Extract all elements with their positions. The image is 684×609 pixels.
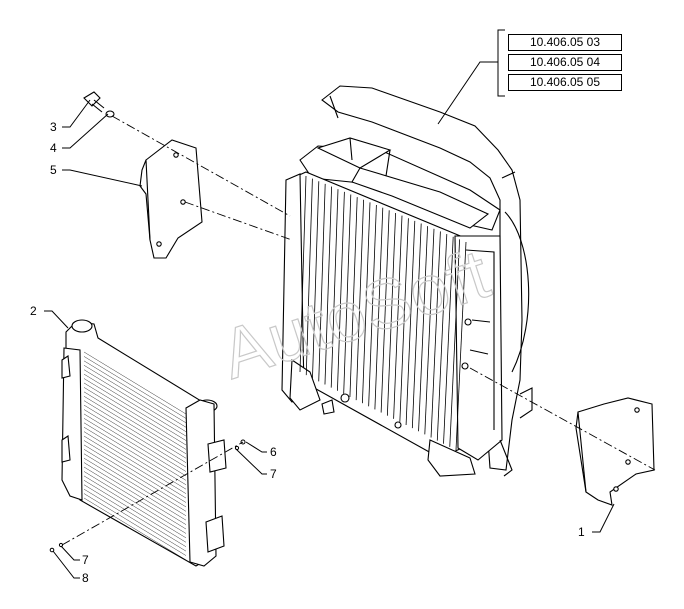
cooler-fin	[83, 382, 187, 446]
core-fin	[337, 191, 345, 391]
cooler-fin	[83, 466, 187, 530]
cooler-fin	[83, 378, 187, 441]
core-fin	[318, 183, 326, 382]
reference-box-3: 10.406.05 05	[508, 74, 622, 91]
cooler-fin	[83, 440, 187, 503]
core-fin	[411, 223, 422, 429]
cooler-fin	[83, 449, 187, 512]
cooler-fin	[83, 458, 187, 521]
cooler-fin	[83, 391, 187, 454]
cooler-fin	[83, 351, 187, 415]
core-fin	[430, 231, 441, 438]
assembly-lines	[61, 115, 656, 546]
cooler-fin	[83, 360, 187, 424]
callout-7-upper: 7	[270, 467, 277, 481]
callout-3: 3	[50, 120, 57, 134]
core-fin	[349, 197, 358, 397]
core-fin	[330, 189, 339, 388]
cooler-fin	[83, 396, 187, 459]
cooler-fin	[83, 373, 187, 437]
callout-2: 2	[30, 304, 37, 318]
bracket-left	[139, 139, 203, 259]
cooler-fin	[83, 431, 187, 494]
cooler-fin	[83, 435, 187, 499]
cooler-fin	[83, 387, 187, 450]
core-fin	[399, 218, 409, 422]
bracket-right	[575, 397, 655, 506]
callout-6: 6	[270, 445, 277, 459]
cooler-fin	[83, 404, 187, 468]
core-fin	[343, 194, 352, 394]
bolt	[83, 91, 105, 113]
callout-8: 8	[82, 571, 89, 585]
callout-1: 1	[578, 525, 585, 539]
cooler-fin	[83, 475, 187, 539]
cooler-fin	[83, 488, 187, 552]
oil-cooler-fins	[83, 351, 187, 561]
oil-cooler	[61, 319, 227, 567]
core-fin	[374, 207, 384, 410]
core-fin	[312, 181, 320, 379]
core-fin	[299, 175, 307, 373]
cooler-fin	[83, 480, 187, 543]
callout-7-lower: 7	[82, 553, 89, 567]
cooler-fin	[83, 453, 187, 516]
core-fin	[455, 241, 467, 451]
cooler-fin	[83, 369, 187, 432]
leader-lines	[44, 29, 615, 579]
cooler-fin	[83, 497, 187, 561]
cooler-fin	[83, 462, 187, 525]
cooler-fin	[83, 484, 187, 547]
cooler-fin	[83, 356, 187, 419]
cooler-fin	[83, 444, 187, 508]
core-fin	[436, 234, 448, 441]
core-fin	[305, 178, 313, 376]
core-fins	[299, 175, 467, 451]
cooler-fin	[83, 409, 187, 472]
cooler-fin	[83, 418, 187, 481]
core-fin	[380, 210, 390, 413]
cooler-fin	[83, 400, 187, 463]
washer	[105, 110, 115, 118]
callout-4: 4	[50, 141, 57, 155]
core-fin	[386, 212, 396, 416]
core-fin	[424, 228, 435, 435]
callout-5: 5	[50, 163, 57, 177]
core-fin	[368, 205, 377, 407]
core-fin	[324, 186, 332, 385]
cooler-fin	[83, 471, 187, 534]
core-fin	[449, 239, 460, 447]
core-fin	[355, 199, 364, 401]
reference-box-2: 10.406.05 04	[508, 54, 622, 71]
core-fin	[362, 202, 371, 404]
core-fin	[393, 215, 403, 419]
core-fin	[443, 236, 454, 444]
cooler-fin	[83, 413, 187, 477]
reference-box-1: 10.406.05 03	[508, 34, 622, 51]
cooler-fin	[83, 493, 187, 556]
cooler-fin	[83, 365, 187, 428]
radiator-assembly	[281, 85, 533, 477]
cooler-fin	[83, 422, 187, 485]
core-fin	[418, 226, 428, 432]
cooler-fin	[83, 427, 187, 490]
core-fin	[405, 220, 416, 426]
